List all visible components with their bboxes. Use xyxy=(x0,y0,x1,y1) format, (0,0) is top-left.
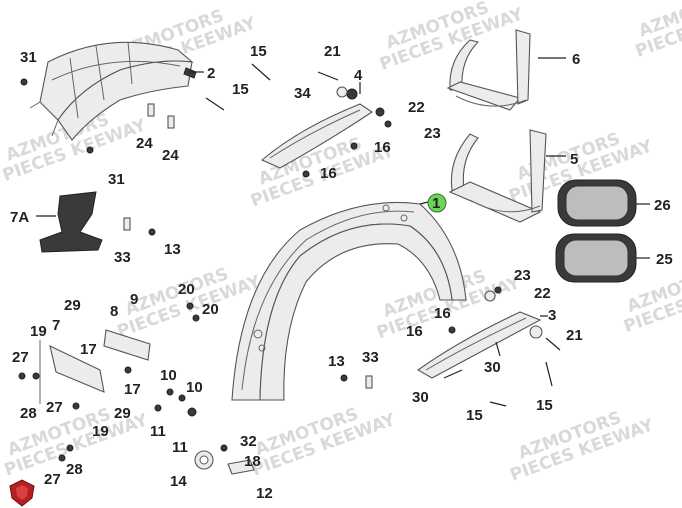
callout-11a[interactable]: 11 xyxy=(150,423,166,440)
callout-9[interactable]: 9 xyxy=(130,291,138,308)
callout-16b[interactable]: 16 xyxy=(320,165,337,182)
callout-26[interactable]: 26 xyxy=(654,197,671,214)
callout-23a[interactable]: 23 xyxy=(424,125,441,142)
callout-31a[interactable]: 31 xyxy=(20,49,37,66)
callout-27b[interactable]: 27 xyxy=(46,399,63,416)
callout-30a[interactable]: 30 xyxy=(484,359,501,376)
callout-11b[interactable]: 11 xyxy=(172,439,188,456)
callout-21b[interactable]: 21 xyxy=(566,327,583,344)
callout-29a[interactable]: 29 xyxy=(64,297,81,314)
license-bracket-part xyxy=(39,329,151,404)
callout-34[interactable]: 34 xyxy=(294,85,311,102)
callout-3[interactable]: 3 xyxy=(548,307,556,324)
rear-fender-part xyxy=(231,201,467,401)
callout-20a[interactable]: 20 xyxy=(178,281,195,298)
callout-19a[interactable]: 19 xyxy=(30,323,47,340)
callout-33a[interactable]: 33 xyxy=(362,349,379,366)
handrail-lower-part xyxy=(448,129,547,223)
callout-15a[interactable]: 15 xyxy=(250,43,267,60)
callout-5[interactable]: 5 xyxy=(570,151,578,168)
callout-12[interactable]: 12 xyxy=(256,485,273,502)
callout-32[interactable]: 32 xyxy=(240,433,257,450)
callout-8[interactable]: 8 xyxy=(110,303,118,320)
callout-16d[interactable]: 16 xyxy=(406,323,423,340)
callout-19b[interactable]: 19 xyxy=(92,423,109,440)
upper-chain-guard-part xyxy=(260,88,373,169)
callout-10a[interactable]: 10 xyxy=(160,367,177,384)
lower-chain-guard-part xyxy=(416,311,543,379)
keeway-shield-icon xyxy=(9,479,35,507)
callout-6[interactable]: 6 xyxy=(572,51,580,68)
callout-1[interactable]: 1 xyxy=(432,195,440,212)
pad-25-part xyxy=(555,233,637,283)
callout-22b[interactable]: 22 xyxy=(534,285,551,302)
highlight-marker xyxy=(427,193,447,213)
handrail-upper-part xyxy=(446,29,531,111)
callout-22a[interactable]: 22 xyxy=(408,99,425,116)
callout-21a[interactable]: 21 xyxy=(324,43,341,60)
callout-16a[interactable]: 16 xyxy=(374,139,391,156)
pad-26-part xyxy=(557,179,637,227)
hardware-group xyxy=(18,63,561,475)
callout-27c[interactable]: 27 xyxy=(44,471,61,488)
callout-16c[interactable]: 16 xyxy=(434,305,451,322)
callout-10b[interactable]: 10 xyxy=(186,379,203,396)
callout-15c[interactable]: 15 xyxy=(466,407,483,424)
callout-4[interactable]: 4 xyxy=(354,67,363,84)
callout-13a[interactable]: 13 xyxy=(328,353,345,370)
callout-15b[interactable]: 15 xyxy=(232,81,249,98)
callout-7a[interactable]: 7A xyxy=(10,209,29,226)
callout-24b[interactable]: 24 xyxy=(162,147,179,164)
callout-7[interactable]: 7 xyxy=(52,317,60,334)
callout-17a[interactable]: 17 xyxy=(80,341,97,358)
callout-23b[interactable]: 23 xyxy=(514,267,531,284)
callout-18[interactable]: 18 xyxy=(244,453,261,470)
callout-labels: 1 2 3 4 5 6 7 7A 8 9 10 10 11 11 12 13 1… xyxy=(10,43,673,502)
callout-33b[interactable]: 33 xyxy=(114,249,131,266)
callout-14[interactable]: 14 xyxy=(170,473,187,490)
callout-25[interactable]: 25 xyxy=(656,251,673,268)
callout-27a[interactable]: 27 xyxy=(12,349,29,366)
callout-20b[interactable]: 20 xyxy=(202,301,219,318)
callout-28b[interactable]: 28 xyxy=(66,461,83,478)
callout-24a[interactable]: 24 xyxy=(136,135,153,152)
callout-31b[interactable]: 31 xyxy=(108,171,125,188)
callout-30b[interactable]: 30 xyxy=(412,389,429,406)
callout-15d[interactable]: 15 xyxy=(536,397,553,414)
leader-lines xyxy=(36,57,650,317)
bracket-7a-part xyxy=(39,191,103,253)
callout-17b[interactable]: 17 xyxy=(124,381,141,398)
callout-29b[interactable]: 29 xyxy=(114,405,131,422)
front-fender-part xyxy=(29,41,197,141)
callout-28a[interactable]: 28 xyxy=(20,405,37,422)
callout-13b[interactable]: 13 xyxy=(164,241,181,258)
callout-2[interactable]: 2 xyxy=(207,65,215,82)
